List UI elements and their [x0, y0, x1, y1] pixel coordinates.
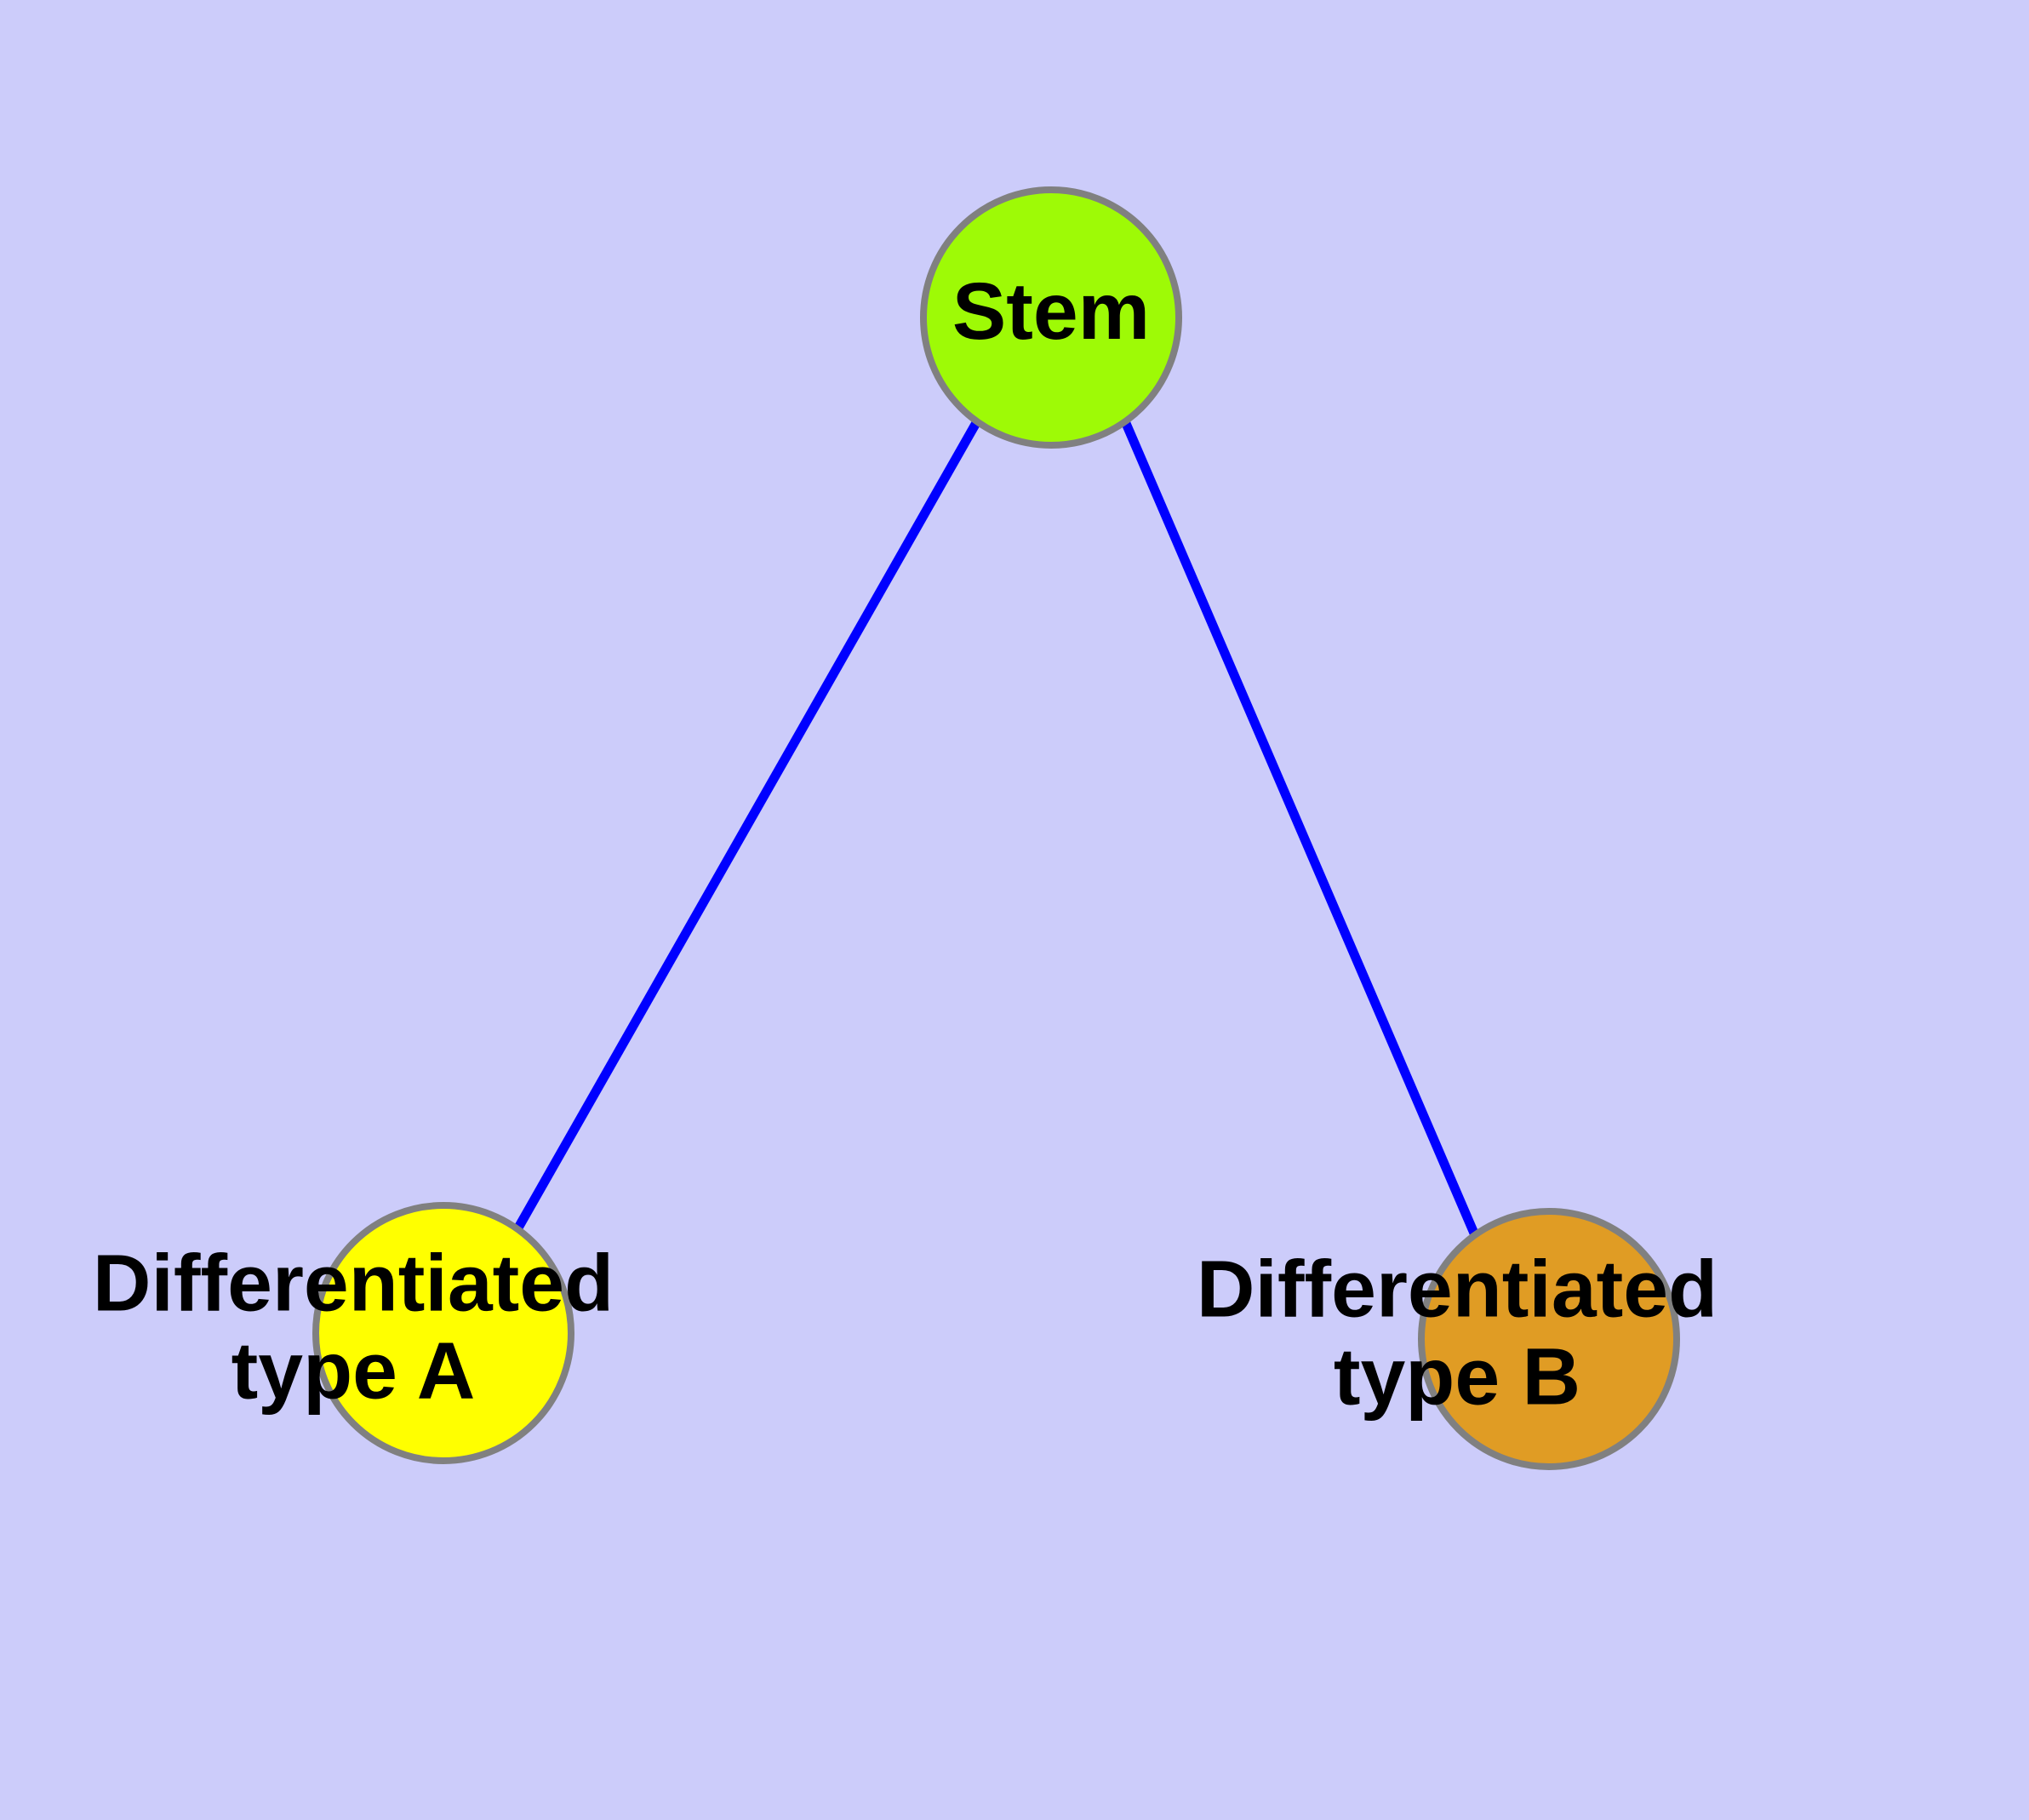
edges-layer	[513, 419, 1480, 1238]
node-label-line: Differentiated	[93, 1239, 614, 1329]
graph-node-stem[interactable]	[920, 186, 1182, 449]
graph-edge-stem-to-diff-a[interactable]	[513, 419, 981, 1232]
node-label-stem: Stem	[952, 266, 1150, 357]
node-label-line: Differentiated	[1197, 1245, 1718, 1335]
graph-node-diff-a[interactable]	[312, 1202, 574, 1464]
graph-edge-stem-to-diff-b[interactable]	[1120, 419, 1480, 1238]
graph-node-diff-b[interactable]	[1418, 1208, 1680, 1470]
nodes-layer	[312, 186, 1680, 1470]
node-label-line: type B	[1334, 1331, 1580, 1422]
node-label-line: Stem	[952, 266, 1150, 357]
node-label-line: type A	[231, 1325, 476, 1416]
